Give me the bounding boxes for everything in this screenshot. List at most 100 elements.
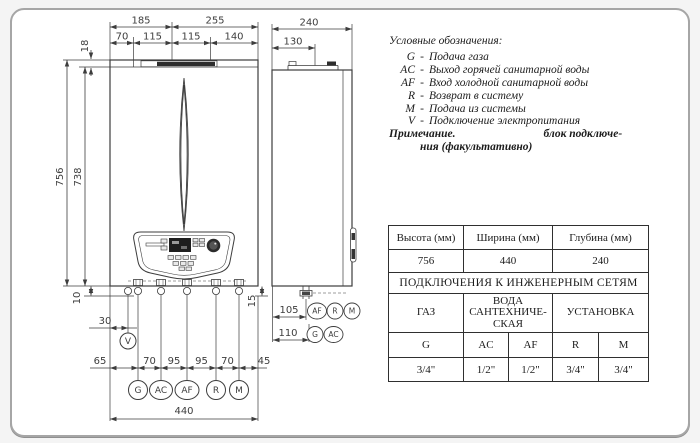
dim-440: 440: [174, 406, 193, 417]
port-af-label: AF: [181, 386, 192, 396]
dim-738: 738: [73, 167, 84, 186]
dim-130: 130: [283, 37, 302, 48]
side-r-label: R: [332, 307, 337, 316]
legend-dash: -: [420, 76, 424, 89]
legend-item-ac: AC - Выход горячей санитарной воды: [389, 64, 689, 77]
dim-70-bottom: 70: [143, 356, 156, 367]
side-panel-bump: [350, 227, 357, 263]
code-r: R: [552, 332, 600, 358]
legend-text: Подключение электропитания: [429, 115, 581, 128]
panel-buttons: [160, 238, 205, 271]
dim-110: 110: [278, 328, 297, 339]
size-g: 3/4": [388, 357, 464, 382]
table-row-groups: ГАЗ ВОДА САНТЕХНИЧЕ- СКАЯ УСТАНОВКА: [388, 293, 650, 333]
dim-115-a: 115: [143, 32, 162, 43]
dim-95-a: 95: [168, 356, 181, 367]
port-v-label: V: [125, 337, 132, 347]
dim-15: 15: [247, 295, 258, 308]
dimension-lines: [64, 24, 265, 422]
side-port-AC: AC: [323, 326, 344, 343]
table-row-codes: G AC AF R M: [388, 332, 650, 358]
legend-code: AC: [400, 63, 415, 76]
legend-title: Условные обозначения:: [389, 35, 503, 47]
legend-text: Подача из системы: [429, 102, 526, 115]
header-height: Высота (мм): [388, 225, 464, 250]
table-row-headers: Высота (мм) Ширина (мм) Глубина (мм): [388, 225, 650, 250]
dim-185: 185: [131, 16, 150, 27]
side-body: [271, 61, 353, 287]
port-M: M: [229, 380, 249, 400]
legend-code: V: [407, 115, 415, 128]
group-water: ВОДА САНТЕХНИЧЕ- СКАЯ: [462, 293, 554, 333]
legend-code: G: [406, 50, 415, 63]
legend-item-r: R - Возврат в систему: [389, 90, 689, 103]
side-view: AF R M G AC 240 130 105 110: [271, 18, 361, 343]
front-view: V G AC AF R M 185 255 70 115 115 14: [55, 16, 270, 422]
legend-dash: -: [420, 89, 424, 102]
size-ac: 1/2": [463, 357, 509, 382]
side-dimension-texts: 240 130 105 110: [278, 18, 318, 340]
legend-code: M: [405, 102, 415, 115]
dim-756: 756: [55, 167, 66, 186]
dim-70-top: 70: [116, 32, 129, 43]
panel-knob: [206, 238, 221, 253]
code-ac: AC: [463, 332, 509, 358]
dim-10: 10: [72, 292, 83, 305]
port-r-label: R: [213, 386, 219, 396]
port-ac-label: AC: [155, 386, 167, 396]
dim-30: 30: [99, 316, 112, 327]
value-height: 756: [388, 249, 464, 273]
port-AF: AF: [174, 380, 200, 400]
front-lens-design: [179, 77, 189, 232]
front-dimension-texts: 185 255 70 115 115 140 18 756 738 10 15 …: [55, 16, 270, 418]
side-m-label: M: [349, 307, 355, 316]
side-port-M: M: [343, 302, 361, 320]
dim-18: 18: [80, 40, 91, 53]
dim-240: 240: [299, 18, 318, 29]
value-depth: 240: [552, 249, 650, 273]
code-af: AF: [507, 332, 554, 358]
brand-label-strip: [140, 60, 218, 68]
legend-dash: -: [420, 63, 424, 76]
value-width: 440: [462, 249, 554, 273]
side-port-G: G: [306, 326, 324, 343]
side-ac-label: AC: [328, 330, 338, 339]
dim-140: 140: [224, 32, 243, 43]
port-R: R: [206, 380, 226, 400]
boiler-dimension-drawing: V G AC AF R M 185 255 70 115 115 14: [55, 16, 361, 422]
legend: Условные обозначения: G - Подача газа AC…: [389, 35, 689, 154]
code-g: G: [388, 332, 464, 358]
note-right: блок подключе-: [543, 128, 623, 141]
bottom-fittings: [124, 279, 247, 380]
legend-code: AF: [400, 76, 415, 89]
table-row-section: ПОДКЛЮЧЕНИЯ К ИНЖЕНЕРНЫМ СЕТЯМ: [387, 272, 650, 294]
legend-item-g: G - Подача газа: [389, 51, 689, 64]
legend-item-v: V - Подключение электропитания: [389, 115, 689, 128]
port-g-label: G: [135, 386, 142, 396]
dim-95-b: 95: [195, 356, 208, 367]
legend-text: Выход горячей санитарной воды: [429, 63, 590, 76]
side-bottom-pipe: [299, 286, 346, 299]
dim-115-b: 115: [181, 32, 200, 43]
port-labels: V G AC AF R M: [119, 332, 249, 400]
port-m-label: M: [235, 386, 243, 396]
side-port-R: R: [326, 302, 344, 320]
top-bracket-tab: [288, 61, 297, 66]
legend-code: R: [407, 89, 415, 102]
dim-105: 105: [279, 305, 298, 316]
table-row-sizes: 3/4" 1/2" 1/2" 3/4" 3/4": [388, 357, 650, 382]
note-label: Примечание.: [389, 128, 456, 141]
size-af: 1/2": [507, 357, 554, 382]
side-af-label: AF: [312, 307, 321, 316]
legend-dash: -: [420, 115, 424, 128]
size-m: 3/4": [598, 357, 650, 382]
legend-dash: -: [420, 102, 424, 115]
panel-slot: [145, 242, 165, 247]
header-depth: Глубина (мм): [552, 225, 650, 250]
legend-text: Вход холодной санитарной воды: [429, 76, 588, 89]
display-screen: [169, 238, 191, 252]
control-panel: [133, 231, 235, 280]
side-dimension-lines: [272, 26, 352, 343]
section-title: ПОДКЛЮЧЕНИЯ К ИНЖЕНЕРНЫМ СЕТЯМ: [387, 272, 650, 294]
